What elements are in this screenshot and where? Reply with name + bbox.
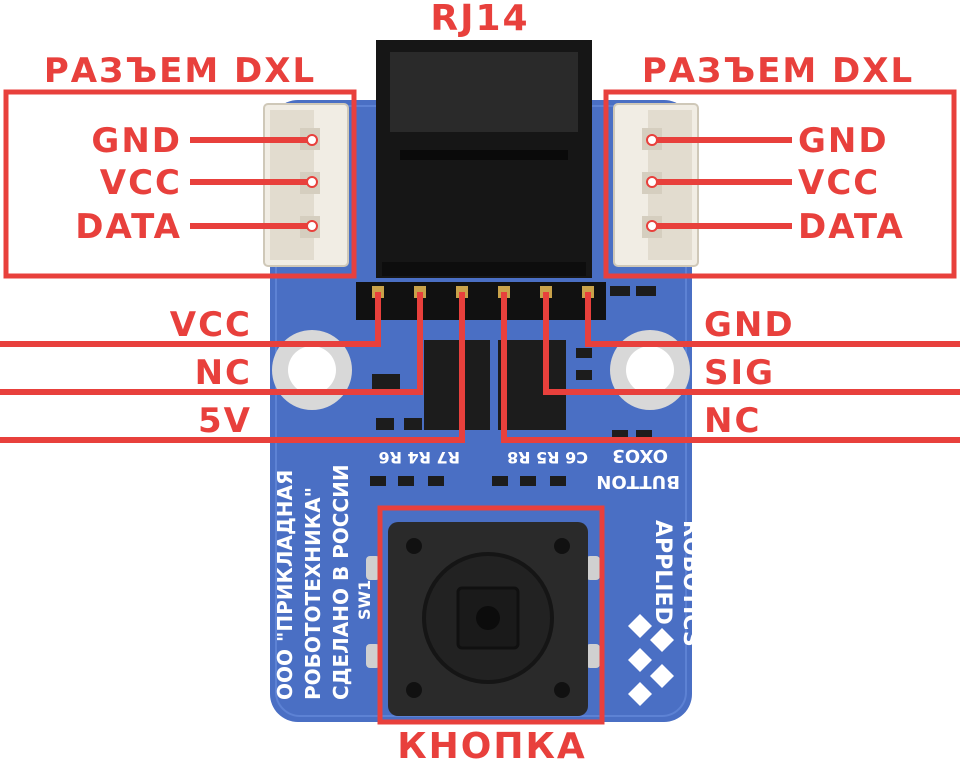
rj14-jack [376,40,592,278]
header-pin-vcc: VCC [170,305,252,345]
dxl-left-pin-data: DATA [75,207,182,247]
silk-resistors-right: C6 R5 R8 [507,448,588,467]
dxl-left-title: РАЗЪЕМ DXL [44,51,316,91]
header-pin-nc-right: NC [704,401,761,441]
button-label: КНОПКА [397,726,587,764]
pin-header [356,282,606,320]
rj14-title: RJ14 [430,0,529,39]
dxl-right-pin-data: DATA [798,207,905,247]
dxl-left-pin-vcc: VCC [100,163,182,203]
brand-robotics: ROBOTICS [678,520,703,647]
silk-robotics: РОБОТОТЕХНИКА" [301,487,325,700]
silkscreen: ООО "ПРИКЛАДНАЯ РОБОТОТЕХНИКА" СДЕЛАНО В… [273,445,703,700]
smd-components [370,286,656,486]
silk-model: OXO3 [612,445,668,466]
silk-company: ООО "ПРИКЛАДНАЯ [273,470,297,700]
tactile-button [366,522,600,716]
frame-dxl-left [3,89,357,279]
dxl-right-title: РАЗЪЕМ DXL [642,51,914,91]
annotation-frames [3,89,957,725]
header-pin-gnd: GND [704,305,795,345]
chip-right [498,340,566,430]
silk-made: СДЕЛАНО В РОССИИ [329,464,353,700]
silk-type: BUTTON [596,471,680,492]
pin-dots [306,134,658,232]
frame-dxl-right [603,89,957,279]
dxl-left-pin-gnd: GND [91,121,182,161]
silk-sw: SW1 [355,580,374,620]
brand-logo-icon [628,614,674,706]
frame-button [377,505,605,725]
header-pin-sig: SIG [704,353,775,393]
dxl-right-pin-vcc: VCC [798,163,880,203]
silk-resistors-left: R7 R4 R6 [379,448,461,467]
dxl-right-pin-gnd: GND [798,121,889,161]
brand-applied: APPLIED [650,520,675,625]
header-pin-5v: 5V [198,401,252,441]
leader-lines [0,137,960,443]
header-pin-nc-left: NC [195,353,252,393]
chip-left [424,340,490,430]
